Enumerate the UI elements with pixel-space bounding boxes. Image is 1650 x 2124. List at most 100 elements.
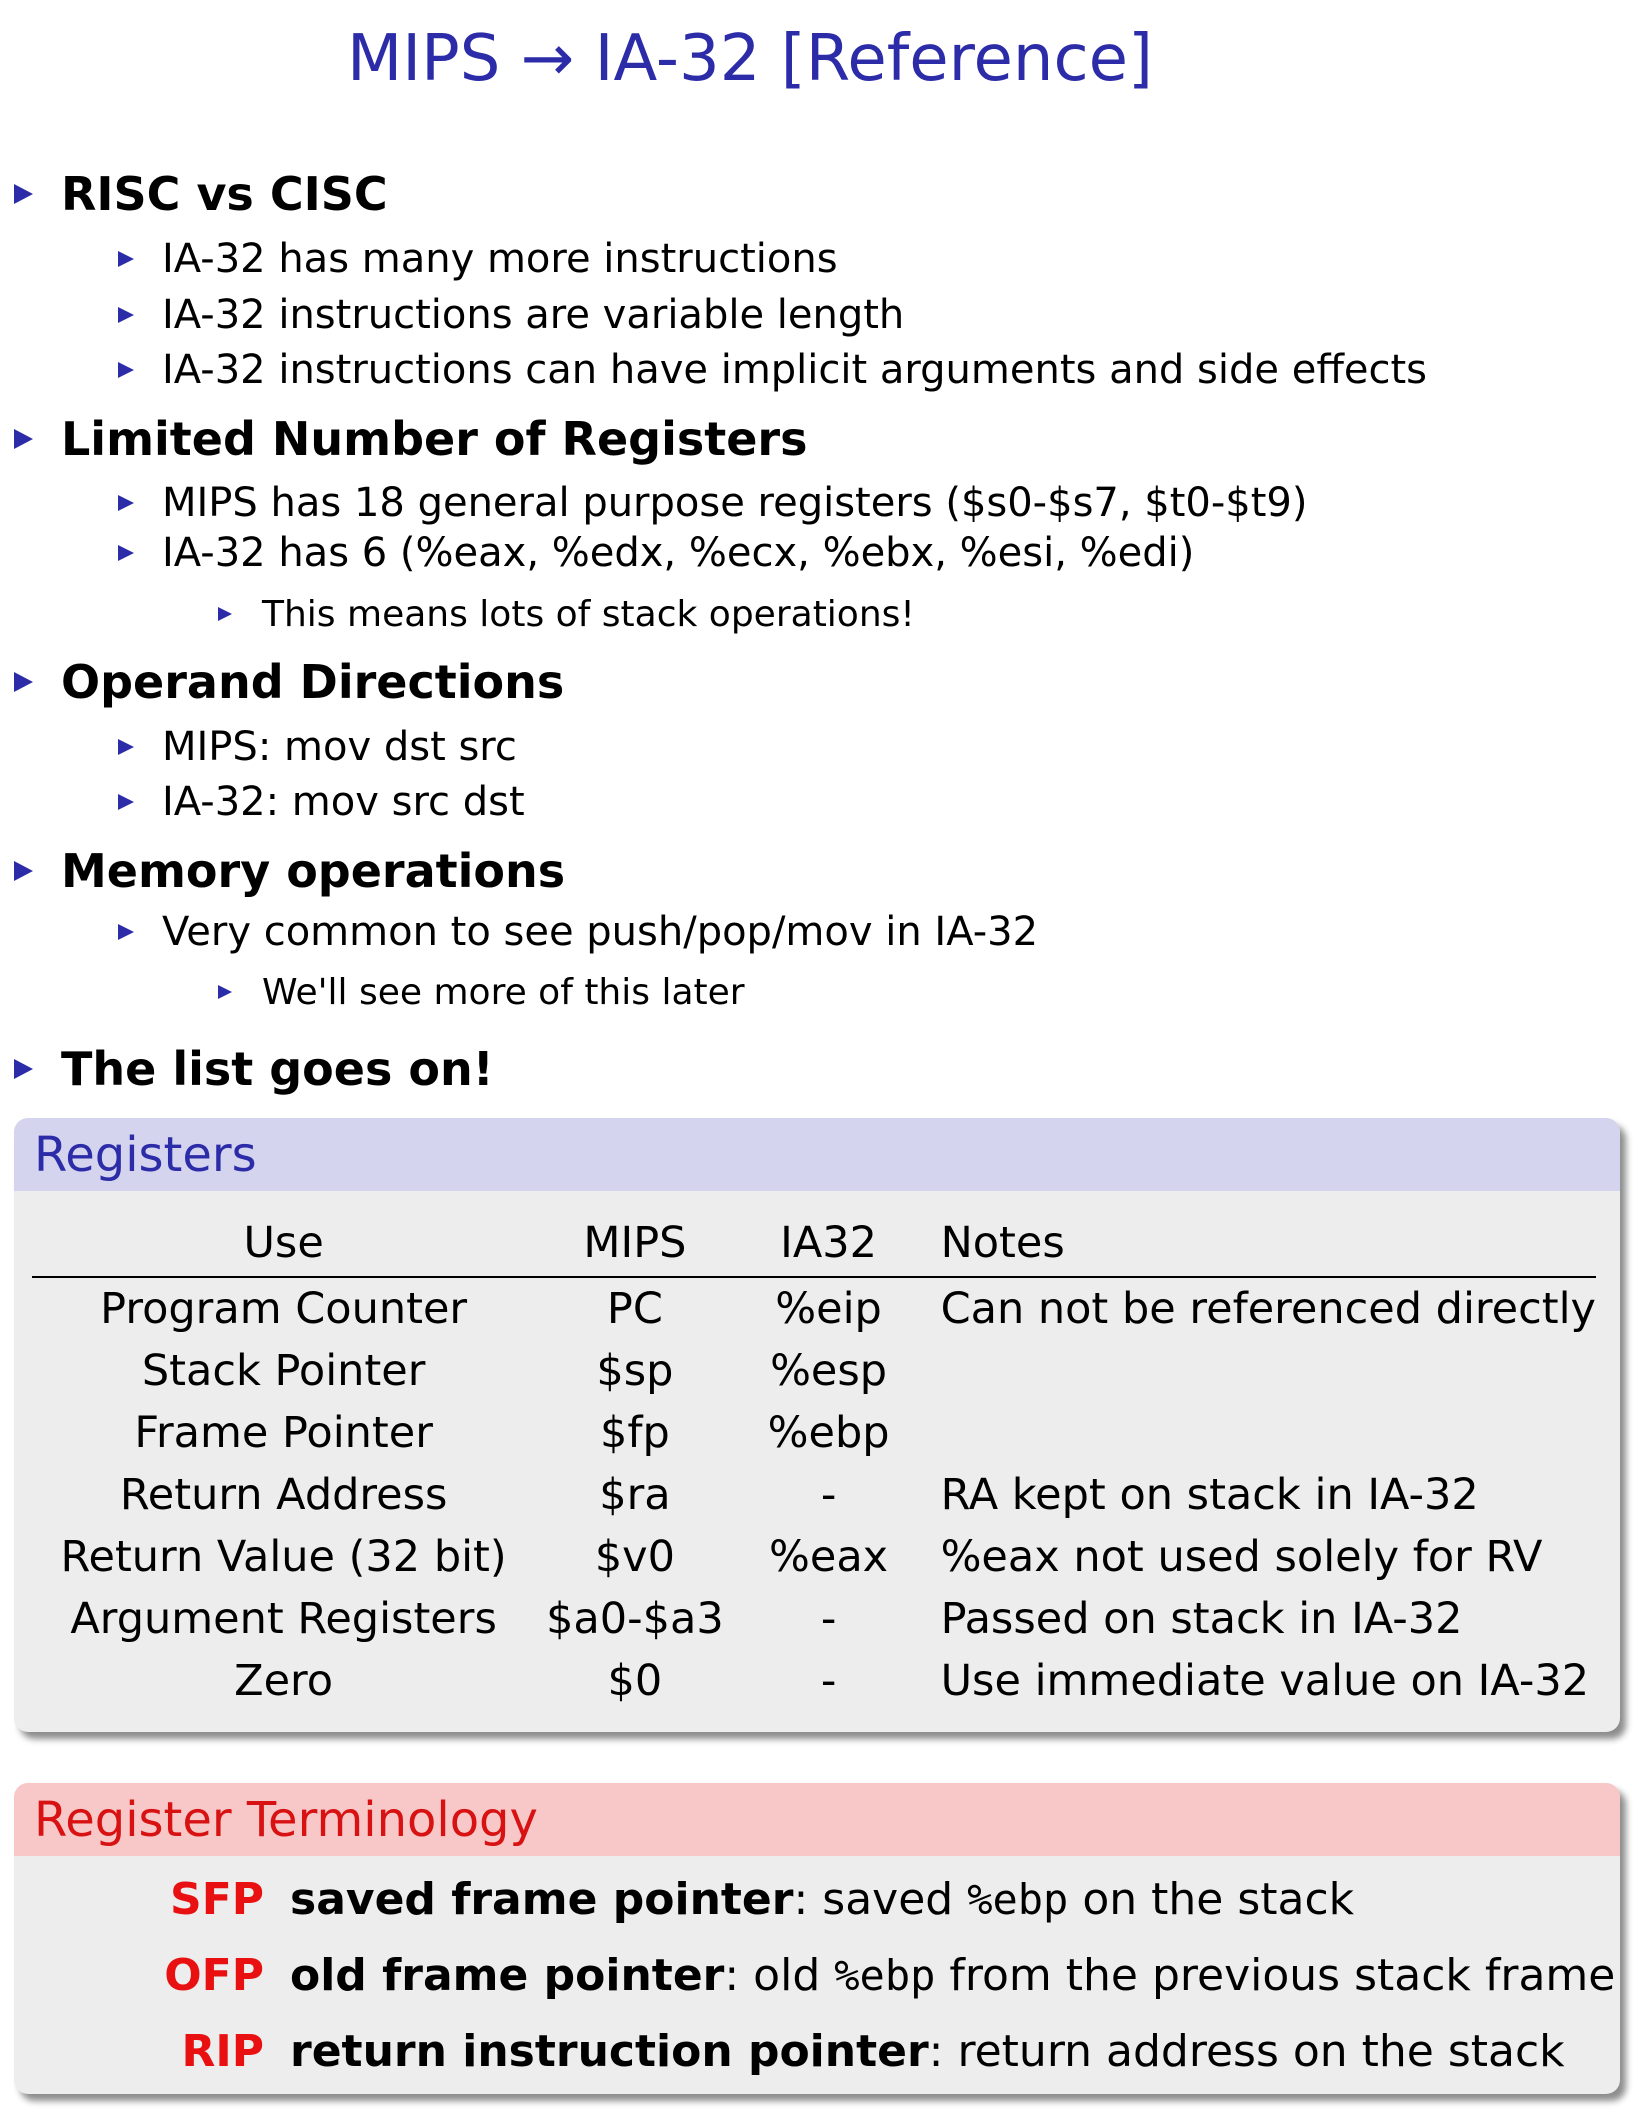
bullet-triangle-icon bbox=[118, 362, 134, 378]
term-desc-pre: : old bbox=[724, 1949, 835, 2001]
page-title: MIPS → IA-32 [Reference] bbox=[347, 22, 1153, 96]
cell-ia32: - bbox=[820, 1470, 837, 1520]
sub-list-item-text: This means lots of stack operations! bbox=[262, 593, 915, 635]
column-header-notes: Notes bbox=[922, 1210, 1596, 1278]
registers-block-title: Registers bbox=[14, 1118, 1620, 1191]
term-abbreviation: OFP bbox=[164, 1949, 264, 2001]
term-name: return instruction pointer bbox=[290, 2025, 929, 2077]
cell-mips: $fp bbox=[600, 1408, 670, 1458]
list-item: MIPS has 18 general purpose registers ($… bbox=[118, 478, 1308, 528]
column-header-mips: MIPS bbox=[535, 1210, 735, 1278]
cell-mips: $sp bbox=[596, 1346, 674, 1396]
cell-mips: $ra bbox=[599, 1470, 671, 1520]
list-item: IA-32: mov src dst bbox=[118, 777, 525, 827]
bullet-triangle-icon bbox=[118, 495, 134, 511]
bullet-triangle-icon bbox=[118, 794, 134, 810]
table-row: Frame Pointer $fp %ebp bbox=[32, 1402, 1596, 1464]
list-item: MIPS: mov dst src bbox=[118, 722, 517, 772]
list-item: IA-32 instructions are variable length bbox=[118, 290, 904, 340]
section-heading-list-goes-on: The list goes on! bbox=[14, 1040, 494, 1098]
table-row: Return Address $ra - RA kept on stack in… bbox=[32, 1464, 1596, 1526]
list-item-text: IA-32: mov src dst bbox=[162, 779, 525, 825]
list-item-text: MIPS has 18 general purpose registers ($… bbox=[162, 480, 1308, 526]
section-heading-text: RISC vs CISC bbox=[61, 167, 388, 221]
cell-use: Frame Pointer bbox=[134, 1408, 433, 1458]
column-header-ia32: IA32 bbox=[734, 1210, 923, 1278]
cell-use: Stack Pointer bbox=[141, 1346, 426, 1396]
cell-use: Argument Registers bbox=[70, 1594, 497, 1644]
bullet-triangle-icon bbox=[14, 1059, 33, 1079]
section-heading-operands: Operand Directions bbox=[14, 653, 564, 711]
list-item: Very common to see push/pop/mov in IA-32 bbox=[118, 907, 1038, 957]
cell-use: Zero bbox=[234, 1656, 334, 1706]
list-item-text: IA-32 has many more instructions bbox=[162, 236, 838, 282]
term-code: %ebp bbox=[967, 1874, 1069, 1924]
term-code: %ebp bbox=[834, 1950, 936, 2000]
term-name: old frame pointer bbox=[290, 1949, 725, 2001]
terminology-block-title: Register Terminology bbox=[14, 1783, 1620, 1856]
section-heading-text: The list goes on! bbox=[61, 1042, 494, 1096]
list-item: IA-32 instructions can have implicit arg… bbox=[118, 345, 1427, 395]
bullet-triangle-icon bbox=[118, 739, 134, 755]
bullet-triangle-icon bbox=[218, 985, 232, 999]
sub-list-item-text: We'll see more of this later bbox=[262, 971, 745, 1013]
list-item-text: Very common to see push/pop/mov in IA-32 bbox=[162, 909, 1039, 955]
list-item: IA-32 has many more instructions bbox=[118, 234, 838, 284]
term-desc-post: from the previous stack frame bbox=[935, 1949, 1616, 2001]
cell-notes: RA kept on stack in IA-32 bbox=[940, 1470, 1479, 1520]
cell-notes: Passed on stack in IA-32 bbox=[940, 1594, 1463, 1644]
table-row: Stack Pointer $sp %esp bbox=[32, 1340, 1596, 1402]
bullet-triangle-icon bbox=[218, 607, 232, 621]
bullet-triangle-icon bbox=[118, 545, 134, 561]
bullet-triangle-icon bbox=[14, 861, 33, 881]
list-item: IA-32 has 6 (%eax, %edx, %ecx, %ebx, %es… bbox=[118, 528, 1194, 578]
list-item-text: IA-32 has 6 (%eax, %edx, %ecx, %ebx, %es… bbox=[162, 530, 1195, 576]
terminology-block: Register Terminology SFP saved frame poi… bbox=[14, 1783, 1620, 2094]
section-heading-risc-cisc: RISC vs CISC bbox=[14, 165, 388, 223]
cell-ia32: %esp bbox=[770, 1346, 888, 1396]
cell-mips: $0 bbox=[607, 1656, 663, 1706]
bullet-triangle-icon bbox=[118, 251, 134, 267]
bullet-triangle-icon bbox=[118, 924, 134, 940]
registers-block: Registers Use MIPS IA32 Notes Program Co… bbox=[14, 1118, 1620, 1732]
table-row: Zero $0 - Use immediate value on IA-32 bbox=[32, 1650, 1596, 1712]
bullet-triangle-icon bbox=[14, 672, 33, 692]
term-name: saved frame pointer bbox=[290, 1873, 794, 1925]
cell-use: Return Value (32 bit) bbox=[60, 1532, 507, 1582]
sub-list-item: This means lots of stack operations! bbox=[218, 592, 915, 636]
cell-notes: Can not be referenced directly bbox=[940, 1284, 1596, 1334]
list-item-text: MIPS: mov dst src bbox=[162, 724, 517, 770]
bullet-triangle-icon bbox=[14, 184, 33, 204]
cell-use: Program Counter bbox=[100, 1284, 468, 1334]
terminology-row-ofp: OFP old frame pointer : old %ebp from th… bbox=[14, 1937, 1620, 2013]
terminology-row-rip: RIP return instruction pointer : return … bbox=[14, 2013, 1620, 2089]
bullet-triangle-icon bbox=[14, 429, 33, 449]
term-abbreviation: SFP bbox=[170, 1873, 264, 1925]
section-heading-memory: Memory operations bbox=[14, 842, 565, 900]
cell-notes: %eax not used solely for RV bbox=[940, 1532, 1543, 1582]
sub-list-item: We'll see more of this later bbox=[218, 970, 745, 1014]
cell-ia32: %eip bbox=[775, 1284, 882, 1334]
terminology-row-sfp: SFP saved frame pointer : saved %ebp on … bbox=[14, 1861, 1620, 1937]
section-heading-text: Limited Number of Registers bbox=[61, 412, 808, 466]
cell-notes bbox=[923, 1402, 1596, 1464]
cell-use: Return Address bbox=[119, 1470, 448, 1520]
bullet-triangle-icon bbox=[118, 307, 134, 323]
terminology-list: SFP saved frame pointer : saved %ebp on … bbox=[14, 1861, 1620, 2089]
cell-ia32: %ebp bbox=[767, 1408, 890, 1458]
list-item-text: IA-32 instructions can have implicit arg… bbox=[162, 347, 1427, 393]
section-heading-text: Memory operations bbox=[61, 844, 566, 898]
table-row: Program Counter PC %eip Can not be refer… bbox=[32, 1277, 1596, 1340]
term-desc-pre: : return address on the stack bbox=[928, 2025, 1565, 2077]
term-desc-pre: : saved bbox=[793, 1873, 968, 1925]
cell-notes bbox=[923, 1340, 1596, 1402]
cell-ia32: - bbox=[820, 1594, 837, 1644]
column-header-use: Use bbox=[32, 1210, 536, 1278]
section-heading-text: Operand Directions bbox=[61, 655, 565, 709]
cell-ia32: - bbox=[820, 1656, 837, 1706]
table-row: Return Value (32 bit) $v0 %eax %eax not … bbox=[32, 1526, 1596, 1588]
cell-mips: PC bbox=[606, 1284, 663, 1334]
table-row: Argument Registers $a0-$a3 - Passed on s… bbox=[32, 1588, 1596, 1650]
table-header-row: Use MIPS IA32 Notes bbox=[32, 1210, 1596, 1278]
section-heading-registers: Limited Number of Registers bbox=[14, 410, 808, 468]
